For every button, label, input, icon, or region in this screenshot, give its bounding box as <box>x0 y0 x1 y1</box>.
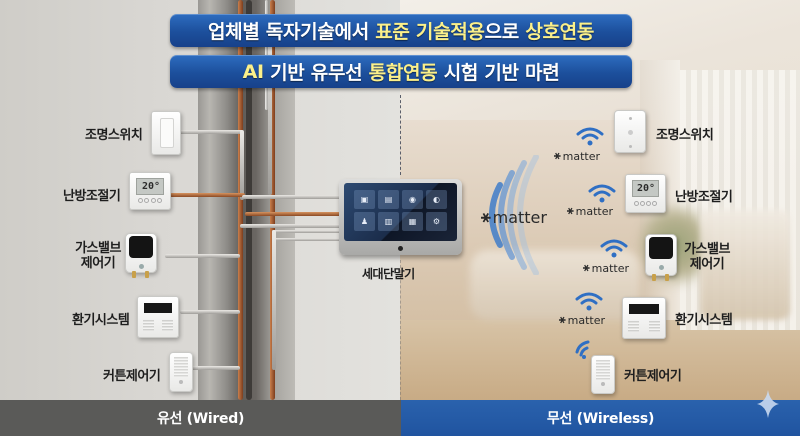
wired-gas-valve-label-line1: 가스밸브 <box>75 241 121 256</box>
wireless-gas-valve-label-line2: 제어기 <box>689 257 725 272</box>
wall-pad-icon: ▣ ▤ ◉ ◐ ♟ ▥ ▦ ⚙ <box>339 179 462 255</box>
wired-gas-valve-label: 가스밸브 제어기 <box>63 241 133 271</box>
vertical-copper-pipe <box>238 0 243 400</box>
wall-pad-tile: ▦ <box>402 212 423 231</box>
trunk-pipe-1 <box>242 195 342 199</box>
headline-2-highlight-b: 통합연동 <box>368 62 438 84</box>
wifi-icon <box>600 239 628 258</box>
wireless-curtain-label: 커튼제어기 <box>624 369 682 384</box>
wired-curtain-label: 커튼제어기 <box>103 369 161 384</box>
headline-banner-2: AI 기반 유무선 통합연동 시험 기반 마련 <box>170 55 632 88</box>
matter-icon: ⚹ <box>554 149 561 162</box>
matter-text: matter <box>567 313 605 327</box>
wall-pad-tile: ▤ <box>378 190 399 209</box>
wall-pad-tile: ⚙ <box>426 212 447 231</box>
matter-text: matter <box>591 261 629 275</box>
wireless-thermostat-label: 난방조절기 <box>675 190 733 205</box>
trunk-pipe-2 <box>245 212 342 216</box>
headline-2-text-a: 기반 유무선 <box>263 62 369 84</box>
light-switch-icon <box>614 110 646 153</box>
ventilation-icon <box>622 297 666 339</box>
wireless-footer-label: 무선 (Wireless) <box>546 411 655 427</box>
section-divider-lower <box>400 260 401 400</box>
wall-pad-camera <box>398 246 403 251</box>
trunk-pipe-4 <box>272 230 342 233</box>
wall-pad-tile: ▥ <box>378 212 399 231</box>
wifi-icon <box>575 292 603 311</box>
wired-light-switch-label: 조명스위치 <box>85 128 143 143</box>
wired-ventilation-label: 환기시스템 <box>72 313 130 328</box>
headline-2-text-b: 시험 기반 마련 <box>437 62 560 84</box>
wifi-icon <box>576 127 604 146</box>
pipe-ventilation <box>180 310 240 314</box>
pipe-light-switch-bend <box>240 130 244 200</box>
curtain-controller-icon <box>169 352 193 392</box>
wall-pad-tile: ◉ <box>402 190 423 209</box>
wired-footer-label: 유선 (Wired) <box>156 411 245 427</box>
matter-text: matter <box>492 207 547 227</box>
matter-icon: ⚹ <box>559 313 566 326</box>
ventilation-icon <box>137 296 179 338</box>
room-sofa <box>470 250 640 320</box>
wireless-light-switch-label: 조명스위치 <box>656 128 714 143</box>
matter-badge: ⚹ matter <box>583 261 629 275</box>
hub-label: 세대단말기 <box>362 267 415 281</box>
room-chair <box>700 210 790 320</box>
wall-pad-screen: ▣ ▤ ◉ ◐ ♟ ▥ ▦ ⚙ <box>344 183 457 241</box>
wifi-icon <box>588 184 616 203</box>
thermostat-icon: 20° <box>625 174 666 213</box>
broadcast-waves-icon <box>489 155 539 275</box>
pipe-gas-valve <box>165 254 240 258</box>
wifi-partial-icon <box>575 340 590 359</box>
headline-1-text-a: 업체별 독자기술에서 <box>207 21 376 43</box>
section-divider <box>400 95 401 175</box>
matter-badge: ⚹ matter <box>559 313 605 327</box>
trunk-pipe-vertical <box>272 230 276 370</box>
pipe-thermostat <box>170 193 245 197</box>
trunk-pipe-3 <box>240 224 342 228</box>
light-switch-icon <box>151 111 181 155</box>
wireless-ventilation-label: 환기시스템 <box>675 313 733 328</box>
thermostat-display: 20° <box>136 178 164 195</box>
vertical-copper-pipe <box>270 0 275 400</box>
pipe-curtain <box>190 366 240 370</box>
wireless-footer: 무선 (Wireless) <box>401 400 800 436</box>
matter-badge: ⚹ matter <box>567 204 613 218</box>
matter-icon: ⚹ <box>481 207 491 226</box>
wired-footer: 유선 (Wired) <box>0 400 401 436</box>
curtain-controller-icon <box>591 355 615 394</box>
wired-thermostat-label: 난방조절기 <box>63 189 121 204</box>
wall-pad-tile: ◐ <box>426 190 447 209</box>
headline-1-highlight-b: 상호연동 <box>525 21 595 43</box>
vertical-dark-conduit <box>246 0 252 400</box>
matter-text: matter <box>575 204 613 218</box>
wall-pad-tile: ▣ <box>354 190 375 209</box>
matter-icon: ⚹ <box>583 261 590 274</box>
headline-1-highlight-a: 표준 기술적용 <box>375 21 485 43</box>
matter-badge: ⚹ matter <box>554 149 600 163</box>
pipe-light-switch <box>178 130 243 134</box>
wall-pad-tile: ♟ <box>354 212 375 231</box>
trunk-pipe-5 <box>272 238 342 241</box>
wired-gas-valve-label-line2: 제어기 <box>80 256 116 271</box>
thermostat-icon: 20° <box>129 172 171 210</box>
headline-1-text-b: 으로 <box>484 21 526 43</box>
matter-logo-large: ⚹ matter <box>481 207 547 227</box>
wireless-gas-valve-label: 가스밸브 제어기 <box>672 242 742 272</box>
sparkle-icon <box>757 390 779 418</box>
gas-valve-icon <box>645 234 677 281</box>
thermostat-display: 20° <box>632 180 659 197</box>
wireless-gas-valve-label-line1: 가스밸브 <box>684 242 730 257</box>
matter-icon: ⚹ <box>567 204 574 217</box>
trunk-pipe-from-top <box>268 20 272 195</box>
headline-2-highlight-a: AI <box>242 60 264 83</box>
gas-valve-icon <box>125 233 157 278</box>
matter-text: matter <box>562 149 600 163</box>
